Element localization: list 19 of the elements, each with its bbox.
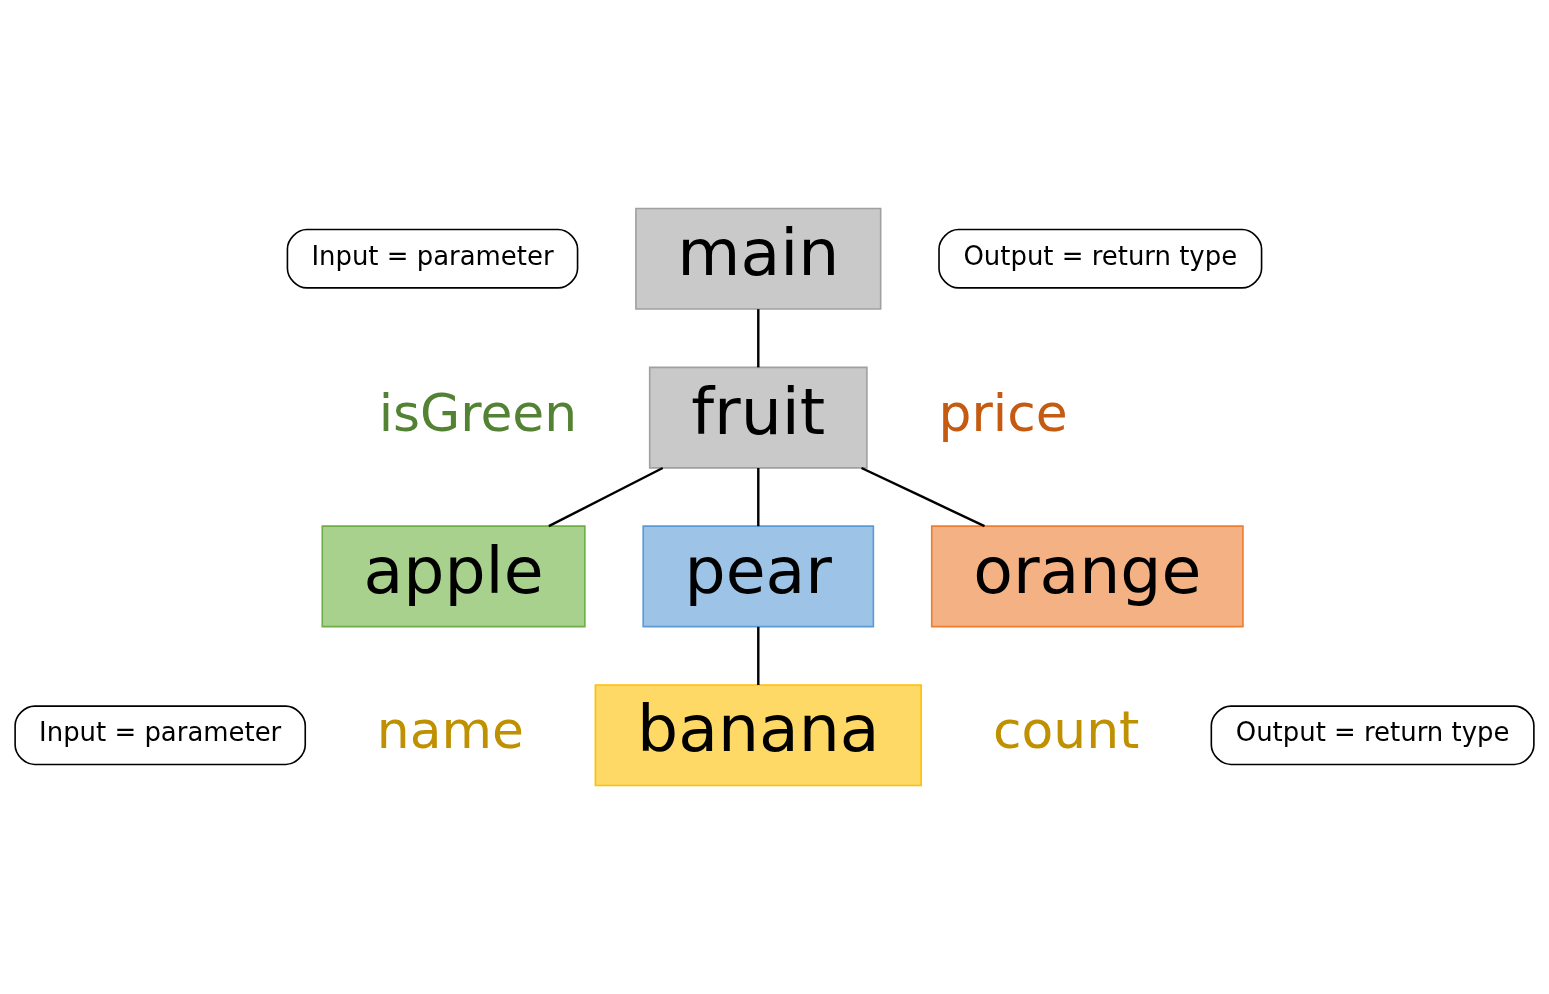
label: name <box>376 700 524 761</box>
node-box: apple <box>321 525 586 628</box>
connector <box>757 309 760 368</box>
node-box: orange <box>930 525 1244 628</box>
label: price <box>938 382 1068 443</box>
node-box: main <box>635 207 882 310</box>
node-box: Output = return type <box>938 228 1263 289</box>
node-box: pear <box>642 525 875 628</box>
label: count <box>993 700 1140 761</box>
node-box: Input = parameter <box>14 705 307 766</box>
node-box: Output = return type <box>1210 705 1535 766</box>
connector <box>757 626 760 685</box>
connector <box>757 468 760 527</box>
connector <box>548 466 664 528</box>
node-box: banana <box>594 684 922 787</box>
node-box: fruit <box>648 366 868 469</box>
node-box: Input = parameter <box>286 228 579 289</box>
connector <box>860 466 985 528</box>
label: isGreen <box>378 382 578 443</box>
